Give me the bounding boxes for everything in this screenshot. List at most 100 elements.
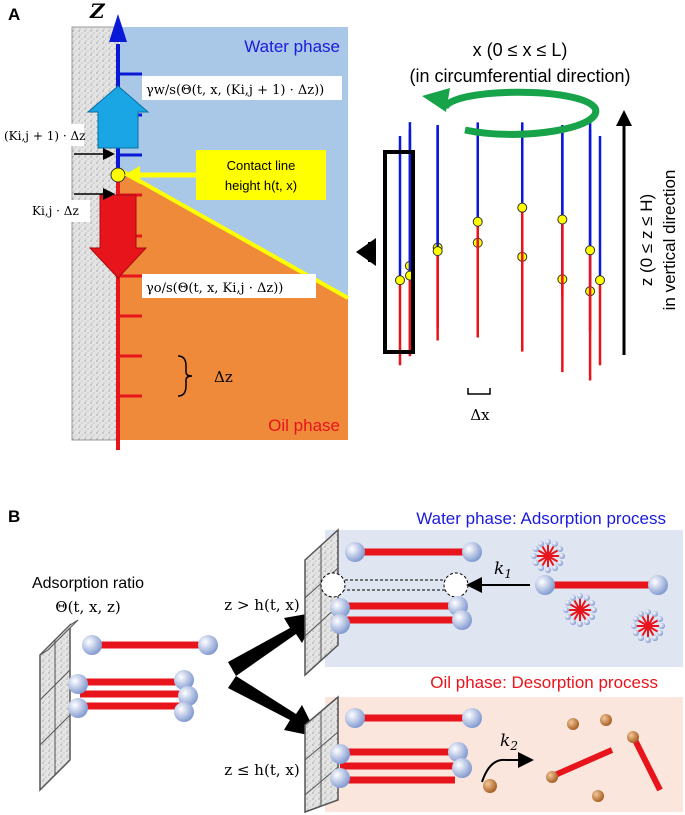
micelle-head [545,567,551,573]
micelle-head [564,600,571,606]
panel-a-label: A [8,5,20,24]
micelle-head [631,623,637,629]
k1-subscript: 1 [504,567,512,581]
k-plus-one-box [2,124,84,146]
micelle-head [638,610,644,617]
micelles [531,539,665,643]
k1-label: k1 [494,559,512,581]
z-axis-label: Z [89,0,106,23]
micelle-head [570,594,576,601]
cylinder-contact-dot [585,245,596,256]
free-molecule [535,575,668,595]
micelle-head [577,621,583,627]
gamma-ws-box [142,76,342,100]
k2-label: k2 [500,731,518,753]
x-direction-title-2: (in circumferential direction) [409,66,630,86]
oil-region [120,170,348,440]
water-adsorbed-molecules [320,542,482,634]
micelle-head [577,593,583,599]
branch-arrow-up [228,612,318,676]
oil-adsorbed-molecules [330,708,482,788]
delta-z-label: Δz [214,368,233,386]
cylinder-contact-dot [517,202,528,213]
desorption-curve [481,758,507,783]
micelle-head [557,560,564,566]
micelle-tail [579,603,591,611]
k2-subscript: 2 [509,739,518,753]
selected-column-box [383,150,415,354]
z-axis-arrowhead [109,14,127,42]
z-direction-title-1: z (0 ≤ z ≤ H) [637,194,656,286]
k-dz-box [28,200,90,222]
micelle-head [584,594,590,601]
micelle-head [659,623,665,629]
z-direction-title-2: in vertical direction [660,170,679,311]
micelle-head [552,540,558,547]
cylinder-contact-dot [557,214,568,225]
micelle-head [531,553,537,559]
condition-above-label: z > h(t, x) [224,596,299,614]
micelle-head [589,614,596,620]
micelle-head [584,619,590,626]
contact-line-callout [196,150,326,200]
micelle-head [652,635,658,642]
micelle-head [657,630,664,636]
micelle-head [570,619,576,626]
contact-line-pointer-head [124,166,140,184]
free-oil-molecules [546,714,663,802]
k-plus-one-label: (Ki,j + 1) · Δz [4,129,85,143]
contact-point [110,167,126,183]
micelle-head [557,546,564,552]
water-process-title: Water phase: Adsorption process [416,509,666,528]
micelle-head [652,610,658,617]
micelle-head [538,565,544,572]
delta-x-label: Δx [470,406,490,424]
initial-molecules [68,635,218,722]
water-phase-label: Water phase [244,37,340,56]
condition-below-label: z ≤ h(t, x) [224,761,299,779]
k1-letter: k [494,559,504,579]
micelle-tail [647,619,659,627]
desorbed-ball [483,779,497,793]
panel-b-label: B [8,507,20,526]
branch-arrow-down [228,676,318,737]
cylinder-contact-dot [395,275,405,286]
adsorption-ratio-label: Adsorption ratio [32,575,144,592]
vertical-z-arrowhead [616,110,632,126]
delta-x-brace [467,388,491,395]
initial-wall [39,619,79,792]
micelle-head [563,607,569,613]
zoom-arrowhead [356,238,376,266]
micelle-head [632,616,639,622]
micelle-head [589,600,596,606]
circumferential-arrow [441,88,600,138]
gamma-os-label: γo/s(Θ(t, x, Ki,j · Δz)) [146,281,283,296]
water-wall [304,528,339,677]
contact-line-text-1: Contact line [227,158,296,173]
cylinder-contact-dot [432,246,443,257]
water-tension-arrow [86,85,150,149]
gamma-ws-label: γw/s(Θ(t, x, (Ki,j + 1) · Δz)) [146,83,324,98]
micelle-head [638,635,644,642]
oil-process-title: Oil phase: Desorption process [430,673,658,692]
micelle-head [532,546,539,552]
k2-letter: k [500,731,510,751]
contact-line-text-2: height h(t, x) [225,178,297,193]
k-dz-label: Ki,j · Δz [32,204,79,218]
micelle-head [559,553,565,559]
micelle-head [632,630,639,636]
oil-wall [304,695,339,814]
oil-phase-label: Oil phase [268,416,340,435]
micelle-head [591,607,597,613]
micelle-head [538,540,544,547]
micelle-head [564,614,571,620]
micelle-head [657,616,664,622]
oil-tension-arrow [88,194,148,279]
micelle-tail [547,549,559,557]
delta-z-brace [177,355,193,397]
cylinder-lines [395,122,605,381]
theta-label: Θ(t, x, z) [55,598,120,616]
cylinder-contact-dot [595,275,605,286]
micelle-head [545,539,551,545]
